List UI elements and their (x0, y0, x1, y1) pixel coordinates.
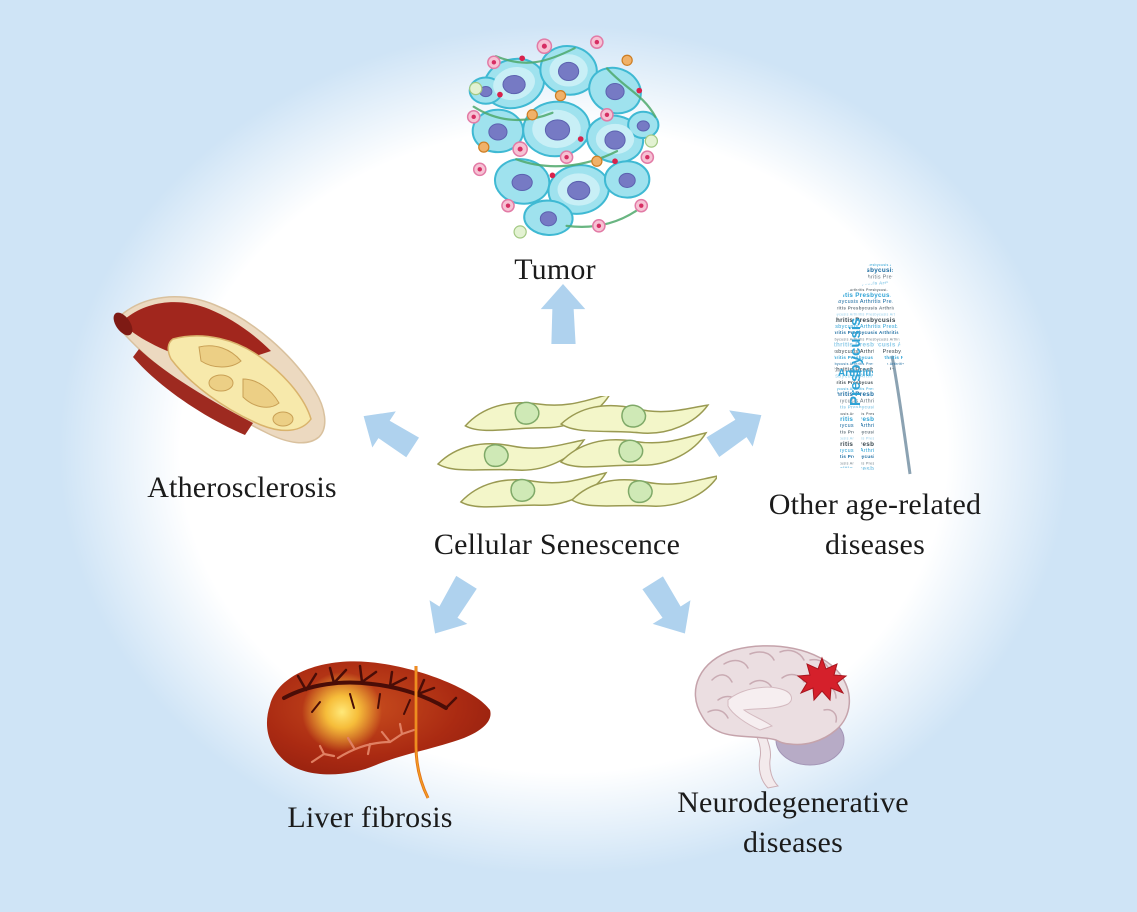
svg-text:Arthritis Presbycusis Arthriti: Arthritis Presbycusis Arthritis Presbycu… (826, 416, 930, 423)
atherosclerosis-label: Atherosclerosis (147, 471, 337, 504)
svg-text:Presbycusis Arthritis Presbycu: Presbycusis Arthritis Presbycusis Arthri… (826, 288, 930, 292)
svg-text:Arthritis Presbycusis Arthriti: Arthritis Presbycusis Arthritis Presbycu… (826, 305, 930, 310)
svg-text:Presbycusis Arthritis Presbycu: Presbycusis Arthritis Presbycusis Arthri… (826, 274, 930, 280)
svg-text:Arthritis Presbycusis Arthriti: Arthritis Presbycusis Arthritis Presbycu… (826, 391, 930, 398)
neurodegenerative-illustration (694, 645, 851, 789)
arrow-lower-left-icon (413, 568, 490, 648)
wordcloud-word-arthritis: Arthritis (838, 368, 877, 379)
svg-text:Arthritis Presbycusis Arthriti: Arthritis Presbycusis Arthritis Presbycu… (826, 281, 930, 286)
corpus-callosum-shape (727, 686, 792, 731)
tumor-illustration (466, 35, 660, 239)
svg-text:Presbycusis Arthritis Presbycu: Presbycusis Arthritis Presbycusis Arthri… (826, 448, 930, 454)
cane-icon (890, 355, 912, 475)
svg-text:Presbycusis Arthritis Presbycu: Presbycusis Arthritis Presbycusis Arthri… (826, 263, 930, 267)
svg-text:Presbycusis Arthritis Presbycu: Presbycusis Arthritis Presbycusis Arthri… (826, 412, 930, 416)
svg-text:Presbycusis Arthritis Presbycu: Presbycusis Arthritis Presbycusis Arthri… (826, 362, 930, 366)
svg-text:Presbycusis Arthritis Presbycu: Presbycusis Arthritis Presbycusis Arthri… (826, 437, 930, 441)
svg-text:Arthritis Presbycusis Arthriti: Arthritis Presbycusis Arthritis Presbycu… (826, 405, 930, 410)
svg-text:Arthritis Presbycusis Arthriti: Arthritis Presbycusis Arthritis Presbycu… (826, 380, 930, 385)
svg-text:Presbycusis Arthritis Presbycu: Presbycusis Arthritis Presbycusis Arthri… (826, 374, 930, 380)
svg-text:Arthritis Presbycusis Arthriti: Arthritis Presbycusis Arthritis Presbycu… (826, 342, 930, 349)
svg-text:Presbycusis Arthritis Presbycu: Presbycusis Arthritis Presbycusis Arthri… (826, 313, 930, 317)
wordcloud-word-presbycusis: Presbycusis (847, 318, 864, 406)
svg-text:Arthritis Presbycusis Arthriti: Arthritis Presbycusis Arthritis Presbycu… (826, 466, 930, 473)
neurodegenerative-label-line1: Neurodegenerative (677, 786, 909, 819)
arrow-upper-left-icon (347, 391, 430, 474)
cellular-senescence-label: Cellular Senescence (433, 528, 681, 561)
arrow-upper-right-icon (696, 390, 779, 473)
neurodegenerative-label-line2: diseases (743, 826, 843, 859)
liver-fibrosis-illustration (266, 661, 491, 799)
arrow-lower-right-icon (631, 568, 708, 648)
svg-text:Presbycusis Arthritis Presbycu: Presbycusis Arthritis Presbycusis Arthri… (826, 387, 930, 391)
arrow-up-icon (538, 283, 588, 345)
liver-fibrosis-label: Liver fibrosis (287, 801, 453, 834)
svg-text:Presbycusis Arthritis Presbycu: Presbycusis Arthritis Presbycusis Arthri… (826, 299, 930, 305)
svg-text:Presbycusis Arthritis Presbycu: Presbycusis Arthritis Presbycusis Arthri… (826, 349, 930, 355)
svg-text:Presbycusis Arthritis Presbycu: Presbycusis Arthritis Presbycusis Arthri… (826, 324, 930, 330)
svg-text:Arthritis Presbycusis Arthriti: Arthritis Presbycusis Arthritis Presbycu… (826, 267, 930, 274)
svg-text:Arthritis Presbycusis Arthriti: Arthritis Presbycusis Arthritis Presbycu… (826, 454, 930, 459)
brainstem-shape (753, 729, 780, 789)
old-man-wordcloud-illustration: Presbycusis Arthritis Presbycusis Arthri… (826, 263, 930, 479)
atherosclerosis-illustration (113, 296, 326, 444)
svg-text:Presbycusis Arthritis Presbycu: Presbycusis Arthritis Presbycusis Arthri… (826, 423, 930, 429)
svg-text:Presbycusis Arthritis Presbycu: Presbycusis Arthritis Presbycusis Arthri… (826, 461, 930, 465)
neurodegenerative-label: Neurodegenerative diseases (643, 783, 943, 863)
svg-text:Arthritis Presbycusis Arthriti: Arthritis Presbycusis Arthritis Presbycu… (826, 429, 930, 434)
svg-text:Presbycusis Arthritis Presbycu: Presbycusis Arthritis Presbycusis Arthri… (826, 473, 930, 479)
tumor-label: Tumor (514, 253, 596, 286)
lesion-starburst-icon (796, 656, 848, 702)
other-age-related-label-line2: diseases (825, 528, 925, 561)
svg-text:Arthritis Presbycusis Arthriti: Arthritis Presbycusis Arthritis Presbycu… (826, 317, 930, 324)
other-age-related-label: Other age-related diseases (725, 485, 1025, 565)
svg-text:Arthritis Presbycusis Arthriti: Arthritis Presbycusis Arthritis Presbycu… (826, 366, 930, 373)
other-age-related-label-line1: Other age-related (768, 488, 982, 521)
svg-text:Arthritis Presbycusis Arthriti: Arthritis Presbycusis Arthritis Presbycu… (826, 330, 930, 335)
senescent-cells-illustration (436, 396, 717, 508)
svg-text:Presbycusis Arthritis Presbycu: Presbycusis Arthritis Presbycusis Arthri… (826, 398, 930, 404)
svg-text:Presbycusis Arthritis Presbycu: Presbycusis Arthritis Presbycusis Arthri… (826, 337, 930, 341)
svg-text:Arthritis Presbycusis Arthriti: Arthritis Presbycusis Arthritis Presbycu… (826, 292, 930, 299)
svg-text:Arthritis Presbycusis Arthriti: Arthritis Presbycusis Arthritis Presbycu… (826, 355, 930, 360)
svg-text:Arthritis Presbycusis Arthriti: Arthritis Presbycusis Arthritis Presbycu… (826, 441, 930, 448)
